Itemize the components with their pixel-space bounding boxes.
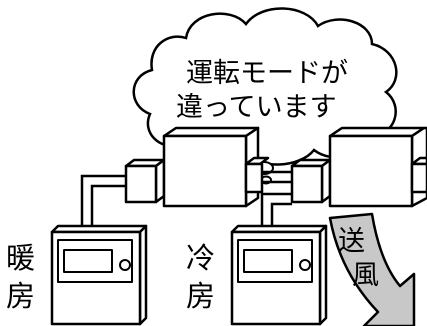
airflow-label-line1: 送 xyxy=(338,226,365,257)
connecting-pipe xyxy=(262,170,296,184)
arrow-shape xyxy=(328,212,416,326)
right-unit-label-line2: 房 xyxy=(186,279,215,313)
airflow-arrow: 送 風 xyxy=(328,212,416,326)
bubble-text-line2: 違っています xyxy=(176,92,337,123)
right-remote-button xyxy=(299,259,311,271)
right-pipe xyxy=(260,192,292,232)
right-remote-controller xyxy=(230,224,328,326)
left-remote-button xyxy=(119,259,131,271)
speech-bubble: 運転モードが 違っています xyxy=(132,7,398,185)
right-indoor-unit xyxy=(290,126,427,208)
left-indoor-unit xyxy=(124,126,270,208)
right-unit-label-line1: 冷 xyxy=(186,241,215,275)
left-unit-label-line1: 暖 xyxy=(6,241,35,275)
left-remote-controller xyxy=(50,224,148,326)
airflow-label-line2: 風 xyxy=(352,260,379,291)
left-unit-label-line2: 房 xyxy=(6,279,35,313)
right-remote-display xyxy=(243,249,293,273)
left-remote-display xyxy=(63,249,113,273)
bubble-text-line1: 運転モードが xyxy=(186,58,348,89)
left-pipe xyxy=(80,174,128,232)
